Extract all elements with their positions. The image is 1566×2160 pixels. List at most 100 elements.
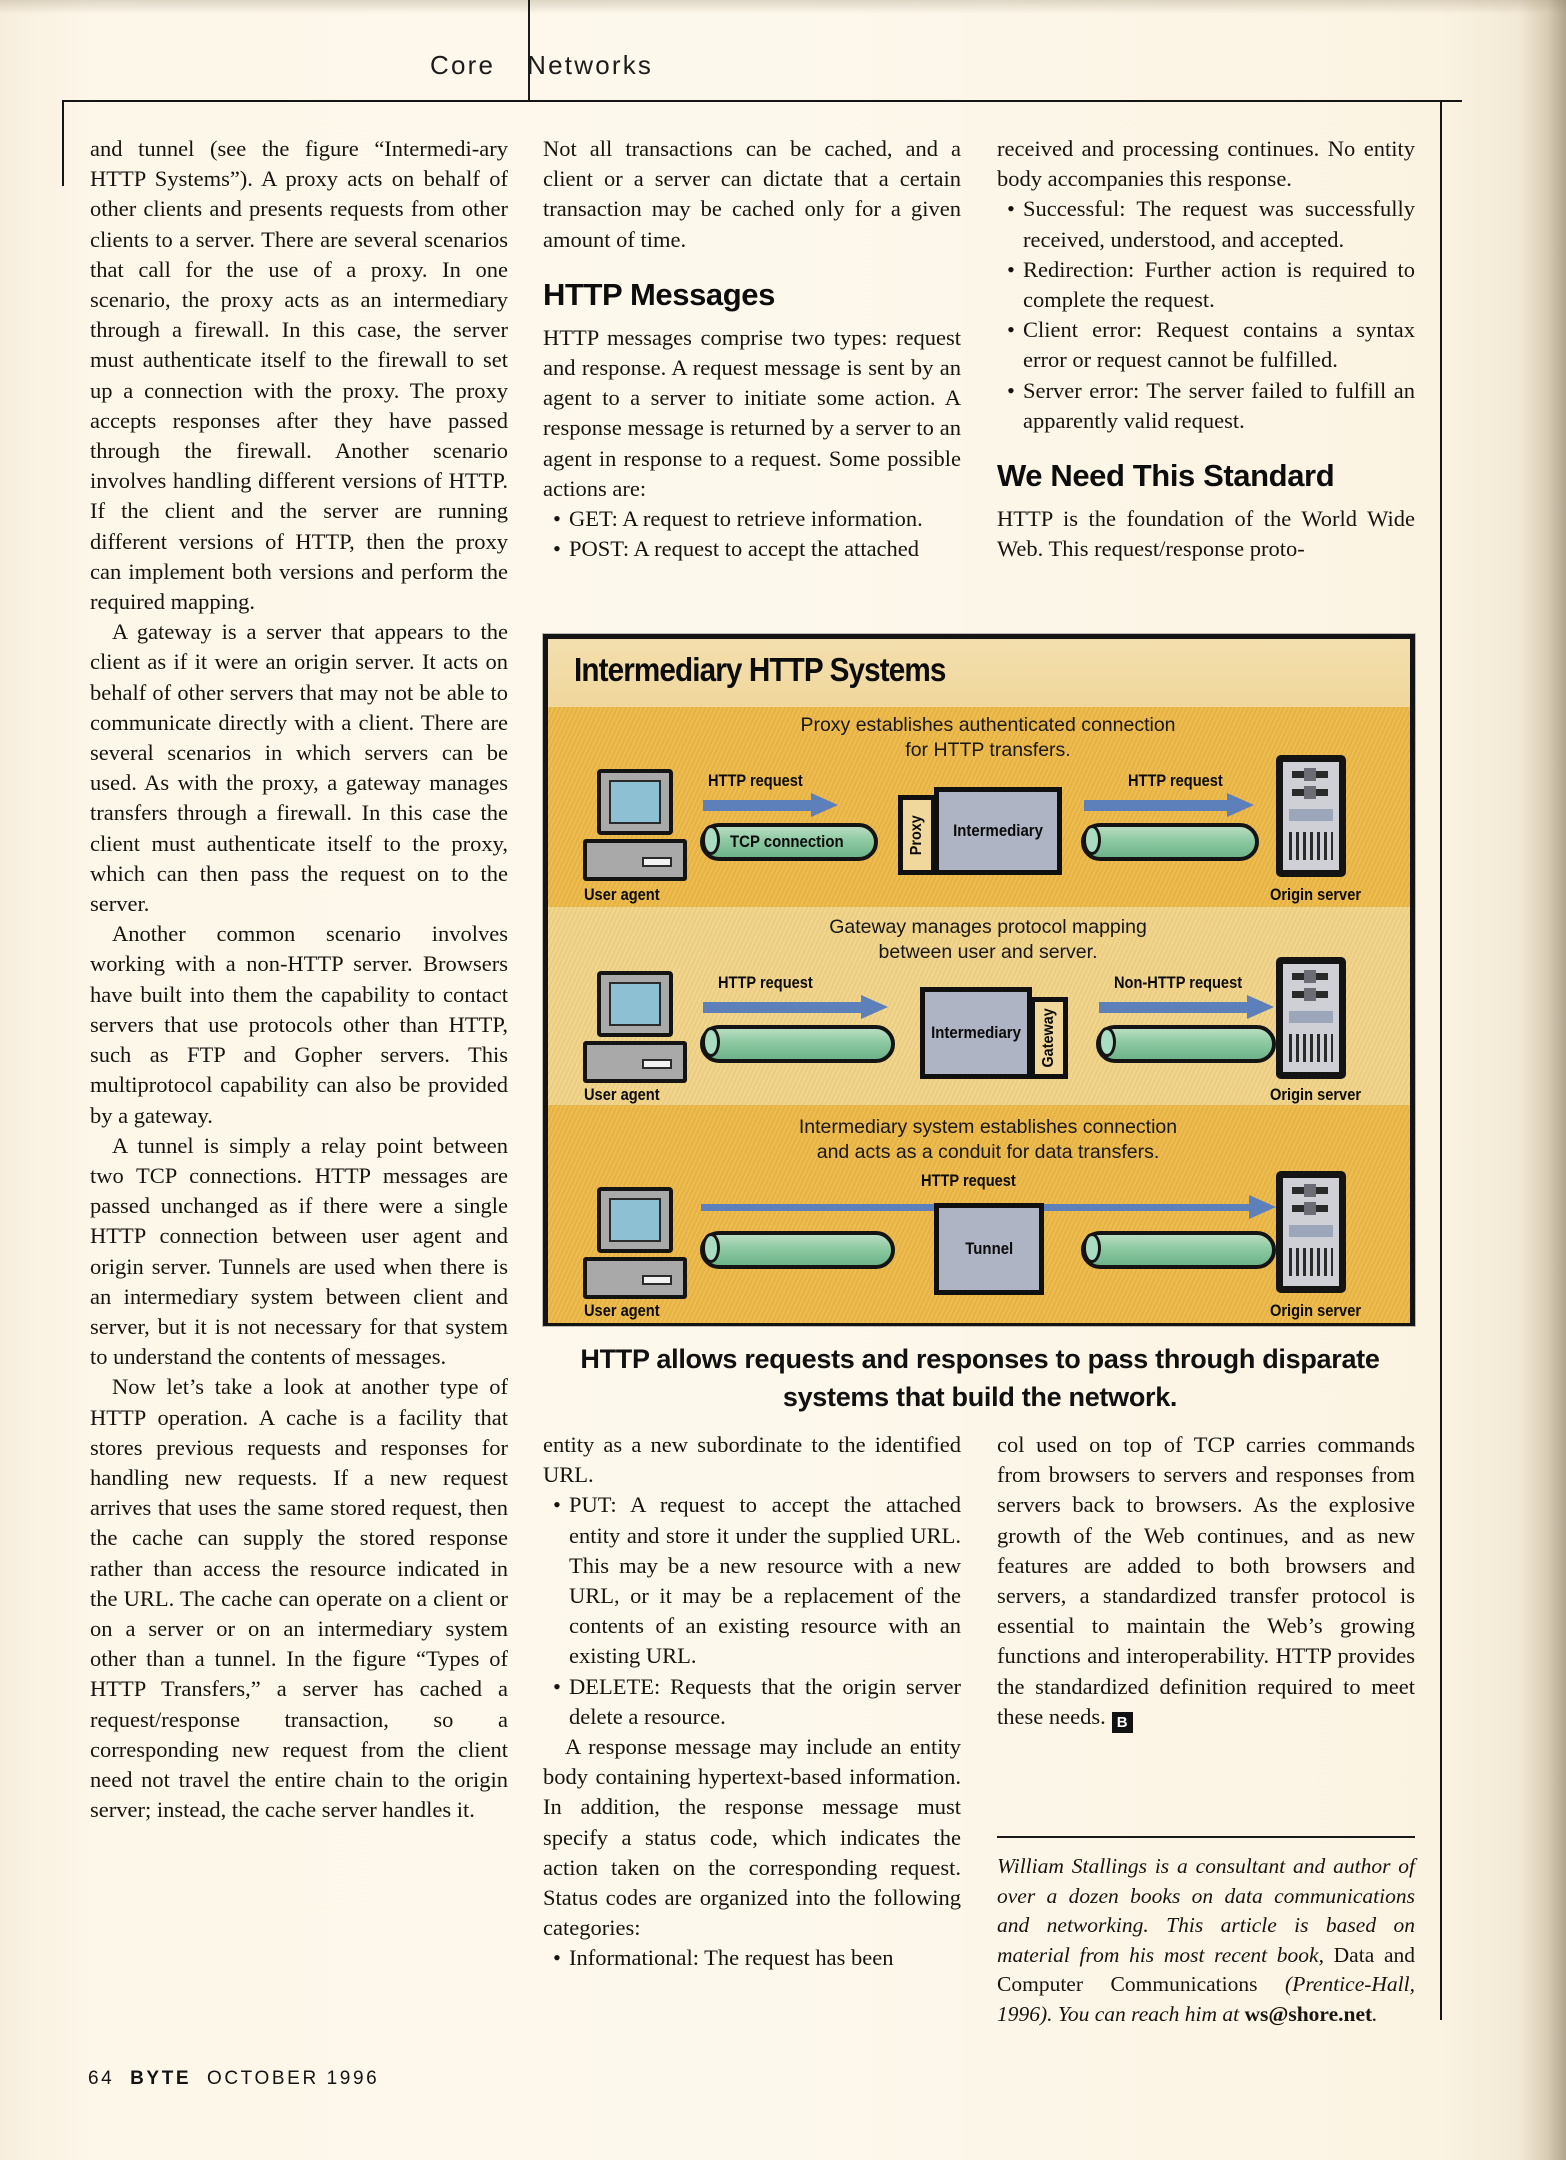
server-bay-center	[1304, 786, 1316, 799]
origin-server-label: Origin server	[1270, 1085, 1362, 1104]
server-bay-center	[1304, 970, 1316, 983]
server-bay-center	[1304, 988, 1316, 1001]
pipe-end-cap	[1083, 825, 1101, 855]
page-footer: 64 BYTE OCTOBER 1996	[88, 2068, 379, 2090]
origin-server-icon	[1276, 1171, 1346, 1293]
scan-edge-top	[0, 0, 1566, 14]
http-request-label-right: HTTP request	[1128, 771, 1223, 790]
bullet-item: Server error: The server failed to fulfi…	[997, 376, 1415, 436]
text-frame-right-rule	[1440, 100, 1442, 2020]
publication-name: BYTE	[130, 2068, 192, 2089]
server-face	[1283, 1178, 1339, 1286]
origin-server-label: Origin server	[1270, 1301, 1362, 1320]
text-frame-top-rule	[62, 100, 1462, 102]
server-vents	[1289, 1248, 1333, 1276]
panel-proxy: Proxy establishes authenticated connecti…	[548, 707, 1410, 907]
server-vents	[1289, 1034, 1333, 1062]
http-request-arrow-right	[1084, 793, 1254, 817]
server-panel	[1289, 1225, 1333, 1237]
bullet-item: PUT: A request to accept the attached en…	[543, 1490, 961, 1671]
intermediary-box: Intermediary	[934, 787, 1062, 875]
monitor-icon	[597, 971, 673, 1037]
screen	[609, 780, 661, 824]
origin-server-icon	[1276, 957, 1346, 1079]
server-vents	[1289, 832, 1333, 860]
arrow-shaft	[1084, 800, 1228, 811]
server-bay-center	[1304, 1184, 1316, 1197]
bio-email: ws@shore.net	[1244, 2001, 1373, 2026]
computer-base-icon	[583, 1257, 687, 1299]
paragraph: A gateway is a server that appears to th…	[90, 619, 508, 917]
bio-book-title: Data and Computer Communications	[997, 1942, 1415, 1997]
paragraph: A tunnel is simply a relay point between…	[90, 1132, 508, 1370]
scan-edge-right	[1520, 0, 1566, 2160]
arrow-head	[1247, 995, 1274, 1019]
figure-intermediary-http-systems: Intermediary HTTP Systems Proxy establis…	[543, 634, 1415, 1326]
pipe-end-cap	[1098, 1027, 1116, 1057]
figure-caption: HTTP allows requests and responses to pa…	[580, 1344, 1380, 1412]
section-heading-http-messages: HTTP Messages	[543, 276, 775, 312]
bio-divider-rule	[997, 1836, 1415, 1838]
proxy-label: Proxy	[908, 814, 925, 856]
screen	[609, 1198, 661, 1242]
running-head-divider	[528, 0, 530, 100]
tunnel-box: Tunnel	[934, 1203, 1044, 1295]
server-bay-center	[1304, 768, 1316, 781]
server-bay-center	[1304, 1202, 1316, 1215]
server-face	[1283, 964, 1339, 1072]
bullet-item: GET: A request to retrieve information.	[543, 504, 961, 534]
tcp-pipe-left	[700, 1025, 895, 1063]
panel-gateway: Gateway manages protocol mapping between…	[548, 907, 1410, 1105]
panel-tunnel-caption-line-1: Intermediary system establishes connecti…	[798, 1116, 1178, 1138]
bullet-item: DELETE: Requests that the origin server …	[543, 1672, 961, 1732]
http-request-label: HTTP request	[921, 1171, 1016, 1190]
figure-title: Intermediary HTTP Systems	[574, 651, 946, 688]
server-panel	[1289, 1011, 1333, 1023]
panel-tunnel-caption-line-2: and acts as a conduit for data transfers…	[816, 1141, 1160, 1163]
http-request-label-left: HTTP request	[708, 771, 803, 790]
pipe-end-cap	[702, 825, 720, 855]
arrow-shaft	[703, 800, 812, 811]
running-head-left: Core	[430, 50, 496, 80]
arrow-shaft	[1099, 1002, 1248, 1013]
http-request-arrow-left	[703, 995, 888, 1019]
tcp-pipe-right	[1081, 823, 1259, 861]
body-column-1: and tunnel (see the figure “Intermedi-ar…	[90, 134, 508, 1825]
gateway-side-tab: Gateway	[1030, 997, 1068, 1079]
intermediary-label: Intermediary	[953, 821, 1043, 840]
bullet-item: POST: A request to accept the attached	[543, 534, 961, 564]
origin-server-icon	[1276, 755, 1346, 877]
pipe-end-cap	[702, 1233, 720, 1263]
running-head-right: Networks	[527, 50, 654, 80]
tcp-connection-label: TCP connection	[730, 832, 844, 851]
running-head: Core Networks	[0, 0, 1566, 100]
bio-text-3: .	[1372, 2001, 1378, 2026]
user-agent-label: User agent	[584, 1085, 660, 1104]
paragraph: received and processing continues. No en…	[997, 136, 1415, 192]
non-http-request-arrow	[1099, 995, 1274, 1019]
bullet-item: Successful: The request was successfully…	[997, 194, 1415, 254]
end-of-article-mark: B	[1111, 1711, 1133, 1733]
intermediary-label: Intermediary	[931, 1023, 1021, 1042]
paragraph: entity as a new subordinate to the ident…	[543, 1432, 961, 1488]
figure-title-band	[548, 639, 1410, 707]
monitor-icon	[597, 1187, 673, 1253]
section-heading-we-need-this-standard: We Need This Standard	[997, 458, 1335, 494]
user-agent-icon	[583, 971, 687, 1083]
paragraph: and tunnel (see the figure “Intermedi-ar…	[90, 136, 508, 615]
panel-proxy-caption-line-1: Proxy establishes authenticated connecti…	[800, 714, 1176, 736]
body-column-3-bottom: col used on top of TCP carries commands …	[997, 1430, 1415, 1733]
arrow-head	[1227, 793, 1254, 817]
drive-slot	[642, 857, 672, 867]
screen	[609, 982, 661, 1026]
computer-base-icon	[583, 1041, 687, 1083]
server-panel	[1289, 809, 1333, 821]
issue-date: OCTOBER 1996	[206, 2068, 380, 2089]
paragraph: Not all transactions can be cached, and …	[543, 136, 961, 252]
tcp-pipe-right	[1081, 1231, 1276, 1269]
text-frame-left-rule	[62, 100, 64, 186]
body-column-3-top: received and processing continues. No en…	[997, 134, 1415, 564]
tunnel-label: Tunnel	[965, 1239, 1013, 1258]
panel-gateway-caption-line-2: between user and server.	[878, 941, 1098, 963]
paragraph: A response message may include an entity…	[543, 1734, 961, 1941]
